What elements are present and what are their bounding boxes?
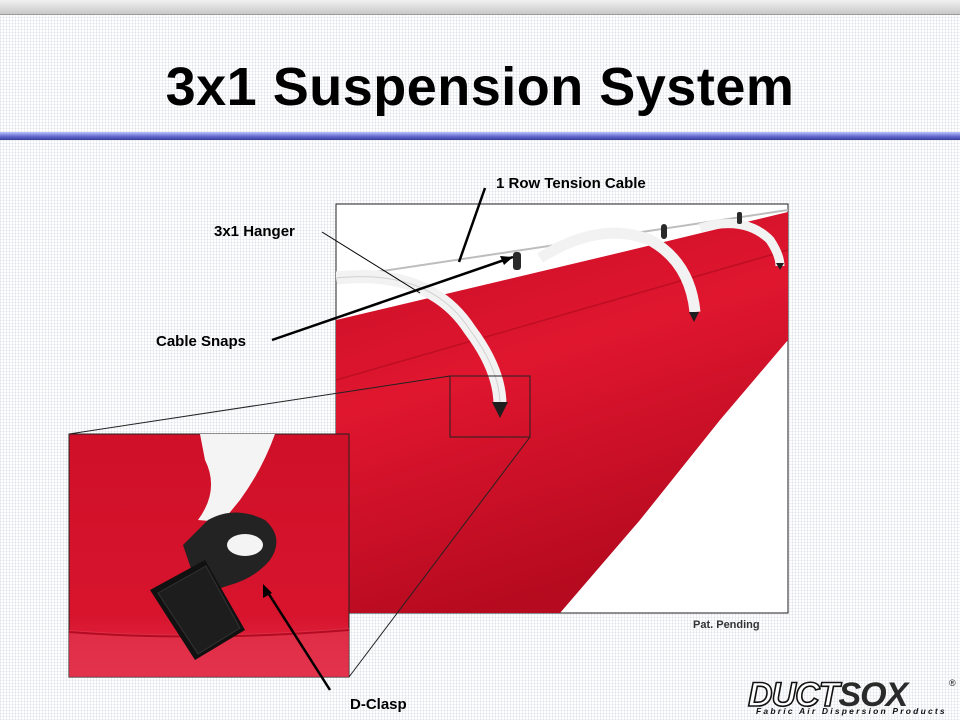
logo-wordmark: DUCTSOX [747,675,908,715]
pointer-cable-snaps [271,255,514,342]
title-rule [0,132,960,140]
label-d-clasp: D-Clasp [350,696,407,713]
registered-mark: ® [949,678,956,688]
duct-photo [335,203,789,614]
cable-snap-3 [737,212,742,224]
pointer-d-clasp [263,587,332,691]
label-cable-snaps: Cable Snaps [156,333,247,350]
pointer-tension-cable [457,187,487,263]
slide-title: 3x1 Suspension System [165,57,795,117]
logo-brand-duct: DUCT [747,675,840,715]
pointer-hanger [321,231,421,294]
ductsox-logo: DUCTSOX ® Fabric Air Dispersion Products [747,675,958,720]
d-clasp-closeup [68,433,350,678]
logo-brand-sox: SOX [838,676,908,714]
logo-tagline: Fabric Air Dispersion Products [756,706,947,716]
cable-snap-1 [513,252,521,270]
top-bar [0,0,960,15]
label-tension-cable: 1 Row Tension Cable [496,175,646,192]
patent-note: Pat. Pending [693,619,760,631]
zoom-line-bottom [348,436,531,678]
cable-snap-2 [661,224,667,239]
zoom-line-top [68,375,451,435]
detail-box [449,375,531,438]
hanger-back [698,219,785,267]
label-hanger: 3x1 Hanger [214,223,295,240]
hanger-middle [537,227,701,313]
